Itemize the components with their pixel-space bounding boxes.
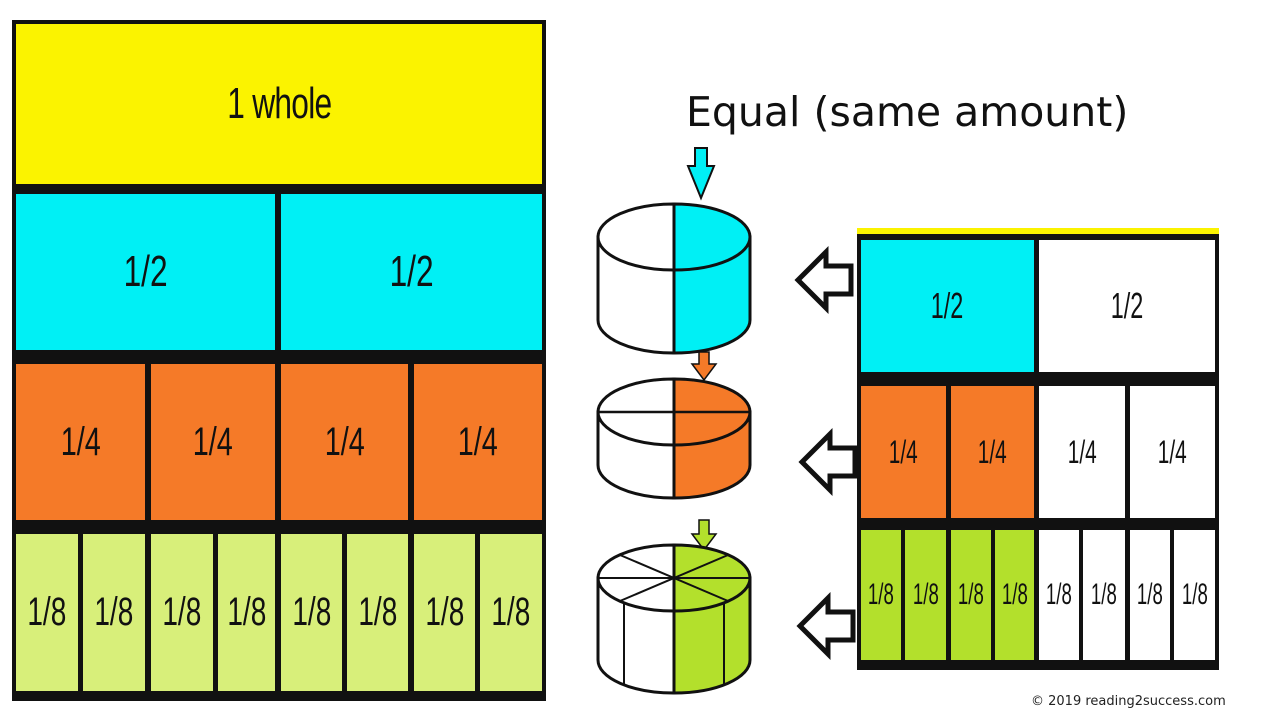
eighth-label: 1/8 bbox=[958, 578, 984, 611]
quarter-bar: 1/4 bbox=[151, 364, 275, 520]
quarter-label: 1/4 bbox=[324, 419, 365, 464]
half-bar-shaded: 1/2 bbox=[861, 240, 1034, 372]
quarter-bar: 1/4 bbox=[1039, 386, 1125, 518]
arrow-left-icon bbox=[794, 245, 854, 315]
arrow-left-icon bbox=[796, 591, 856, 661]
eighth-bar: 1/8 bbox=[1174, 530, 1215, 660]
half-bar: 1/2 bbox=[281, 194, 542, 350]
whole-bar-edge bbox=[857, 228, 1219, 234]
eighth-bar: 1/8 bbox=[16, 534, 78, 691]
cylinder-eighths bbox=[596, 543, 752, 695]
eighth-label: 1/8 bbox=[491, 590, 531, 634]
eighth-label: 1/8 bbox=[868, 578, 894, 611]
diagram-title: Equal (same amount) bbox=[686, 88, 1129, 136]
quarter-label: 1/4 bbox=[60, 419, 101, 464]
half-label: 1/2 bbox=[123, 247, 168, 296]
quarter-label: 1/4 bbox=[1158, 433, 1187, 470]
eighth-label: 1/8 bbox=[425, 590, 464, 634]
quarter-label: 1/4 bbox=[889, 433, 918, 470]
eighth-bar-shaded: 1/8 bbox=[995, 530, 1034, 660]
half-bar: 1/2 bbox=[1039, 240, 1215, 372]
arrow-left-icon bbox=[798, 427, 858, 497]
quarter-bar: 1/4 bbox=[281, 364, 408, 520]
eighth-bar: 1/8 bbox=[1039, 530, 1079, 660]
arrow-down-icon bbox=[690, 519, 718, 552]
quarter-bar-shaded: 1/4 bbox=[861, 386, 946, 518]
eighth-bar-shaded: 1/8 bbox=[905, 530, 946, 660]
eighth-bar: 1/8 bbox=[151, 534, 213, 691]
half-label: 1/2 bbox=[931, 285, 964, 326]
copyright-notice: © 2019 reading2success.com bbox=[1031, 694, 1226, 709]
eighth-label: 1/8 bbox=[1046, 578, 1072, 611]
cylinder-quarters bbox=[596, 377, 752, 500]
quarter-label: 1/4 bbox=[978, 433, 1007, 470]
quarter-bar: 1/4 bbox=[1130, 386, 1215, 518]
quarter-label: 1/4 bbox=[192, 419, 234, 464]
eighth-label: 1/8 bbox=[227, 590, 266, 634]
quarter-label: 1/4 bbox=[1067, 433, 1097, 470]
quarter-bar: 1/4 bbox=[414, 364, 542, 520]
eighth-bar: 1/8 bbox=[480, 534, 542, 691]
eighth-bar-shaded: 1/8 bbox=[951, 530, 991, 660]
eighth-label: 1/8 bbox=[162, 590, 202, 634]
half-label: 1/2 bbox=[1110, 285, 1144, 326]
eighth-label: 1/8 bbox=[358, 590, 397, 634]
eighth-label: 1/8 bbox=[292, 590, 331, 634]
right-fraction-strip: 1/2 1/2 1/4 1/4 1/4 1/4 1/8 1/8 1/8 1/8 … bbox=[857, 228, 1219, 670]
left-fraction-strip: 1 whole 1/2 1/2 1/4 1/4 1/4 1/4 1/8 1/8 … bbox=[12, 20, 546, 701]
eighth-label: 1/8 bbox=[1181, 578, 1208, 611]
eighth-bar: 1/8 bbox=[83, 534, 145, 691]
eighth-label: 1/8 bbox=[912, 578, 939, 611]
whole-label: 1 whole bbox=[226, 79, 332, 128]
half-label: 1/2 bbox=[389, 247, 434, 296]
quarter-label: 1/4 bbox=[457, 419, 499, 464]
eighth-bar: 1/8 bbox=[1130, 530, 1170, 660]
whole-bar: 1 whole bbox=[16, 24, 542, 184]
eighth-label: 1/8 bbox=[1091, 578, 1117, 611]
eighth-bar: 1/8 bbox=[218, 534, 275, 691]
eighth-label: 1/8 bbox=[1001, 578, 1028, 611]
quarter-bar: 1/4 bbox=[16, 364, 145, 520]
eighth-bar: 1/8 bbox=[281, 534, 342, 691]
arrow-down-icon bbox=[690, 351, 718, 382]
eighth-bar: 1/8 bbox=[347, 534, 408, 691]
eighth-label: 1/8 bbox=[94, 590, 134, 634]
cylinder-halves bbox=[596, 202, 752, 355]
eighth-bar: 1/8 bbox=[414, 534, 475, 691]
eighth-bar-shaded: 1/8 bbox=[861, 530, 901, 660]
eighth-bar: 1/8 bbox=[1083, 530, 1125, 660]
eighth-label: 1/8 bbox=[1137, 578, 1163, 611]
eighth-label: 1/8 bbox=[27, 590, 67, 634]
quarter-bar-shaded: 1/4 bbox=[951, 386, 1034, 518]
arrow-down-icon bbox=[686, 147, 716, 201]
half-bar: 1/2 bbox=[16, 194, 275, 350]
